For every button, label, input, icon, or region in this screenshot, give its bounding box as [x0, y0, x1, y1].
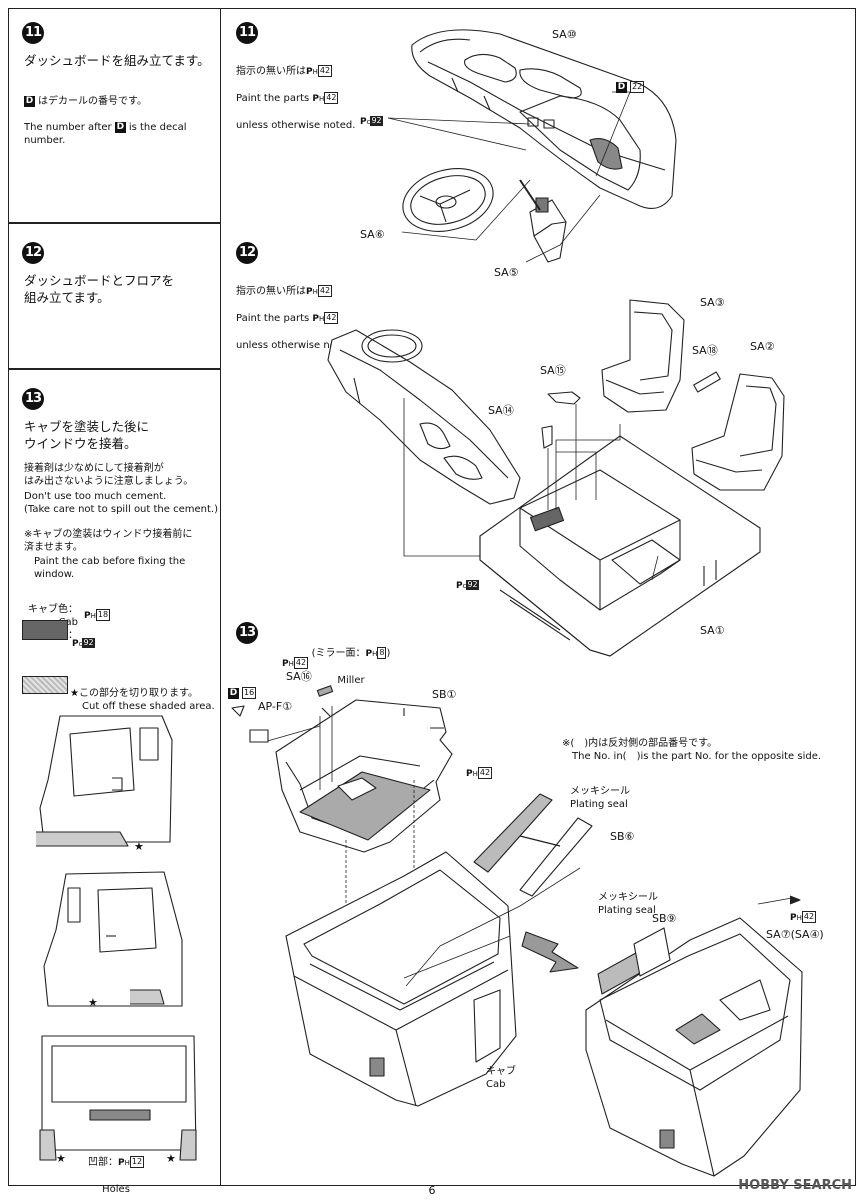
floor-part [479, 435, 761, 657]
label-sb6: SB⑥ [610, 830, 635, 843]
label-sa2: SA② [750, 340, 775, 353]
star-marker: ★ [134, 840, 144, 853]
apf-part [249, 729, 269, 743]
cement-note-jp: 接着剤は少なめにして接着剤が はみ出さないように注意しましょう。 [24, 463, 194, 487]
cut-note: ★この部分を切り取ります。Cut off these shaded area. [70, 688, 215, 712]
watermark: HOBBY SEARCH [738, 1178, 852, 1193]
step12-title: ダッシュボードとフロアを 組み立てます。 [24, 273, 175, 305]
label-sa14: SA⑭ [488, 404, 514, 417]
sb9-part [633, 927, 671, 977]
paint-note-en: Paint the cab before fixing the window. [34, 556, 186, 580]
cab-interior-part [275, 699, 453, 853]
page-number: 6 [428, 1184, 436, 1197]
seat-left-part [601, 299, 685, 413]
step-number-13: 13 [22, 388, 44, 410]
steering-column-part [529, 197, 567, 263]
cab-color-swatch [22, 620, 68, 640]
label-sb1: SB① [432, 688, 457, 701]
star-marker: ★ [56, 1152, 66, 1165]
step12-left-panel [8, 222, 221, 370]
step11-left-panel [8, 8, 221, 224]
label-sa10: SA⑩ [552, 28, 577, 41]
cab-assembled-part [585, 917, 803, 1177]
label-sa18: SA⑱ [692, 344, 718, 357]
step-number-13-right: 13 [236, 622, 258, 644]
step-number-12: 12 [22, 242, 44, 264]
label-sa6: SA⑥ [360, 228, 385, 241]
label-sa16: SA⑯ [286, 670, 312, 683]
cab-side-view-2 [43, 871, 183, 1007]
step-number-11-right: 11 [236, 22, 258, 44]
star-marker: ★ [88, 996, 98, 1009]
label-apf1: AP-F① [258, 700, 293, 713]
step-number-12-right: 12 [236, 242, 258, 264]
opposite-side-note: ※( )内は反対側の部品番号です。The No. in( )is the par… [562, 738, 822, 762]
label-sa7: SA⑦(SA④) [766, 928, 824, 941]
paint-note-jp: ※キャブの塗装はウィンドウ接着前に 済ませます。 [24, 529, 193, 553]
right-panel [219, 8, 856, 1186]
dashboard-part [411, 29, 677, 209]
swatch-code: Pc92 [72, 638, 95, 649]
decal-d-icon: D [24, 95, 35, 107]
shaded-area-swatch [22, 676, 68, 694]
label-sb9: SB⑨ [652, 912, 677, 925]
decal-d-icon: D [114, 121, 126, 133]
cab-rear-view [39, 1035, 197, 1161]
star-marker: ★ [166, 1152, 176, 1165]
cab-side-view-1 [36, 715, 173, 847]
step-number-11: 11 [22, 22, 44, 44]
sa14-part [541, 425, 553, 449]
label-sa5: SA⑤ [494, 266, 519, 279]
step13-title: キャブを塗装した後に ウインドウを接着。 [24, 419, 150, 451]
sa15-part [547, 391, 581, 405]
label-pc92: Pc92 [360, 116, 383, 127]
step13-left-panel [8, 368, 221, 1186]
seat-right-part [691, 373, 785, 491]
direction-arrow [521, 931, 579, 973]
label-sa15: SA⑮ [540, 364, 566, 377]
cab-body-part [285, 851, 517, 1107]
label-sa3: SA③ [700, 296, 725, 309]
dashboard-assembled-part [327, 329, 521, 505]
cement-note-en: Don't use too much cement. (Take care no… [24, 491, 218, 515]
steering-wheel-part [402, 168, 494, 232]
label-pc92-floor: Pc92 [456, 580, 479, 591]
sa18-part [693, 371, 721, 393]
step11-title: ダッシュボードを組み立てます。 [24, 53, 210, 68]
label-sa1: SA① [700, 624, 725, 637]
sb6-part [519, 817, 593, 897]
plating-seal-part [473, 793, 553, 873]
